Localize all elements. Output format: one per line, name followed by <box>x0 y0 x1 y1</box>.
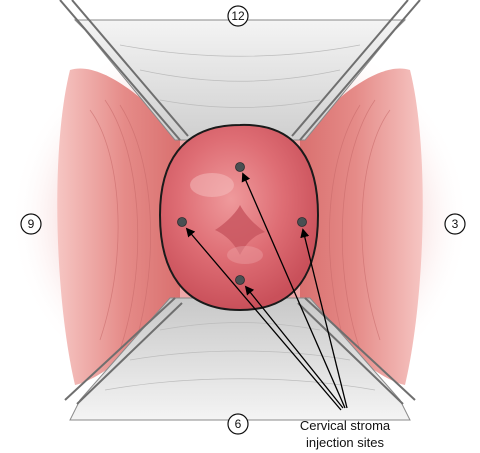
vaginal-wall-right <box>300 68 423 385</box>
arrow-to-site-3 <box>300 228 348 409</box>
arrow-to-site-12 <box>241 172 346 409</box>
cervical-os <box>215 205 265 255</box>
speculum-rods-upper <box>59 0 421 141</box>
svg-text:12: 12 <box>231 9 245 23</box>
svg-text:3: 3 <box>452 217 459 231</box>
injection-sites <box>177 162 307 285</box>
injection-site-3 <box>297 217 307 227</box>
svg-text:6: 6 <box>235 417 242 431</box>
upper-blade-texture <box>119 44 361 108</box>
vaginal-wall-left <box>57 68 180 385</box>
caption-line-2: injection sites <box>306 435 385 450</box>
arrow-to-site-9 <box>185 227 342 411</box>
cervix-highlight <box>227 246 263 264</box>
annotation-arrows <box>185 172 348 411</box>
arrow-to-site-6 <box>244 285 344 409</box>
cervix-highlight <box>190 173 234 197</box>
caption-line-1: Cervical stroma <box>300 418 391 433</box>
injection-site-9 <box>177 217 187 227</box>
injection-site-12 <box>235 162 245 172</box>
speculum-rods-lower <box>64 297 416 405</box>
clock-label-3: 3 <box>444 213 466 235</box>
clock-label-6: 6 <box>227 413 249 435</box>
injection-site-6 <box>235 275 245 285</box>
clock-label-12: 12 <box>227 5 249 27</box>
clock-label-9: 9 <box>20 213 42 235</box>
svg-text:9: 9 <box>28 217 35 231</box>
wall-folds <box>89 99 391 351</box>
